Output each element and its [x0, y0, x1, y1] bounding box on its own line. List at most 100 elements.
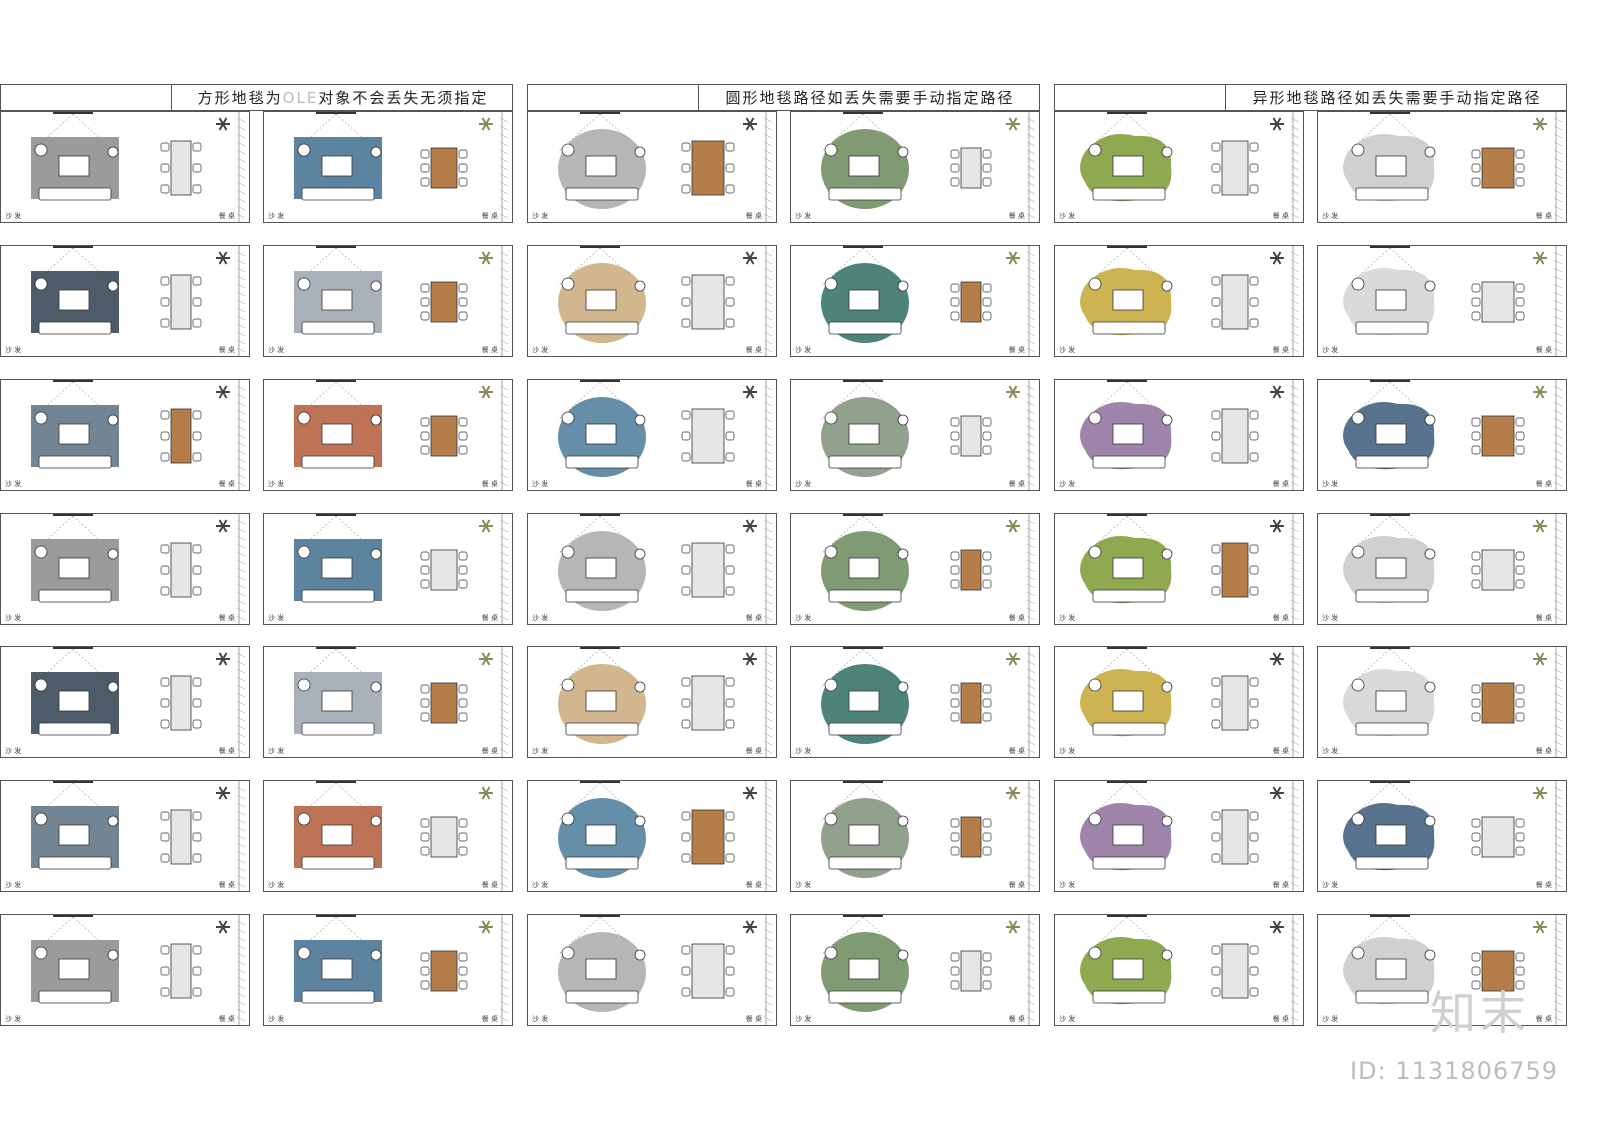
- dining-label: 餐 桌: [1535, 614, 1552, 622]
- coffee-table: [585, 155, 617, 177]
- dining-label: 餐 桌: [745, 1015, 762, 1023]
- dining-table: [430, 950, 458, 992]
- plant-icon: [1533, 117, 1547, 131]
- dining-label: 餐 桌: [481, 614, 498, 622]
- coffee-table: [321, 958, 353, 980]
- plant-icon: [479, 786, 493, 800]
- rug-layout-panel: 沙 发餐 桌: [790, 111, 1040, 223]
- sofa-block: [38, 455, 112, 469]
- sofa-block: [565, 589, 639, 603]
- coffee-table: [1375, 155, 1407, 177]
- dining-table: [1481, 281, 1515, 323]
- rug-layout-panel: 沙 发餐 桌: [263, 379, 513, 491]
- rug-layout-panel: 沙 发餐 桌: [1054, 513, 1304, 625]
- dining-table: [1481, 549, 1515, 591]
- coffee-table: [585, 423, 617, 445]
- plant-icon: [1533, 920, 1547, 934]
- rug-layout-panel: 沙 发餐 桌: [1054, 379, 1304, 491]
- dining-label: 餐 桌: [745, 614, 762, 622]
- header-note-text: 圆形地毯路径如丢失需要手动指定路径: [725, 89, 1015, 107]
- sofa-label: 沙 发: [5, 614, 22, 622]
- coffee-table: [848, 155, 880, 177]
- sofa-block: [38, 856, 112, 870]
- sofa-block: [301, 856, 375, 870]
- coffee-table: [585, 958, 617, 980]
- sofa-block: [38, 722, 112, 736]
- sofa-label: 沙 发: [795, 614, 812, 622]
- sofa-block: [1355, 187, 1429, 201]
- sofa-label: 沙 发: [1322, 747, 1339, 755]
- dining-table: [1221, 140, 1249, 196]
- sofa-label: 沙 发: [1059, 747, 1076, 755]
- sofa-label: 沙 发: [532, 212, 549, 220]
- dining-table: [691, 274, 725, 330]
- plant-icon: [1270, 786, 1284, 800]
- coffee-table: [58, 824, 90, 846]
- sofa-label: 沙 发: [1059, 346, 1076, 354]
- rug-layout-panel: 沙 发餐 桌: [0, 379, 250, 491]
- sofa-label: 沙 发: [268, 881, 285, 889]
- coffee-table: [321, 289, 353, 311]
- sofa-label: 沙 发: [268, 747, 285, 755]
- header-bar-2: 圆形地毯路径如丢失需要手动指定路径: [527, 84, 1040, 111]
- rug-layout-panel: 沙 发餐 桌: [0, 646, 250, 758]
- dining-label: 餐 桌: [745, 480, 762, 488]
- brand-watermark: 知末: [1430, 986, 1530, 1040]
- sofa-block: [1092, 589, 1166, 603]
- dining-label: 餐 桌: [218, 346, 235, 354]
- sofa-label: 沙 发: [5, 881, 22, 889]
- dining-label: 餐 桌: [481, 346, 498, 354]
- coffee-table: [1112, 958, 1144, 980]
- coffee-table: [58, 557, 90, 579]
- dining-label: 餐 桌: [218, 1015, 235, 1023]
- coffee-table: [1375, 423, 1407, 445]
- dining-label: 餐 桌: [1008, 614, 1025, 622]
- plant-icon: [1270, 385, 1284, 399]
- sofa-label: 沙 发: [1059, 212, 1076, 220]
- rug-layout-panel: 沙 发餐 桌: [1054, 111, 1304, 223]
- sofa-block: [1355, 321, 1429, 335]
- header-note-text: 方形地毯为: [197, 89, 283, 107]
- rug-layout-panel: 沙 发餐 桌: [1317, 379, 1567, 491]
- coffee-table: [58, 289, 90, 311]
- plant-icon: [1533, 251, 1547, 265]
- sofa-label: 沙 发: [268, 212, 285, 220]
- sofa-block: [1092, 187, 1166, 201]
- sofa-label: 沙 发: [5, 1015, 22, 1023]
- dining-label: 餐 桌: [1272, 480, 1289, 488]
- sofa-block: [565, 455, 639, 469]
- plant-icon: [479, 251, 493, 265]
- dining-table: [960, 950, 982, 992]
- sofa-block: [38, 589, 112, 603]
- plant-icon: [1006, 786, 1020, 800]
- dining-label: 餐 桌: [1272, 346, 1289, 354]
- dining-label: 餐 桌: [218, 480, 235, 488]
- coffee-table: [1112, 690, 1144, 712]
- dining-label: 餐 桌: [1535, 881, 1552, 889]
- rug-layout-panel: 沙 发餐 桌: [263, 245, 513, 357]
- rug-layout-panel: 沙 发餐 桌: [1054, 914, 1304, 1026]
- sofa-block: [565, 187, 639, 201]
- plant-icon: [1006, 251, 1020, 265]
- sofa-block: [1092, 455, 1166, 469]
- sofa-label: 沙 发: [532, 747, 549, 755]
- plant-icon: [216, 385, 230, 399]
- sofa-label: 沙 发: [532, 881, 549, 889]
- plant-icon: [1006, 117, 1020, 131]
- plant-icon: [1533, 652, 1547, 666]
- rug-layout-panel: 沙 发餐 桌: [527, 513, 777, 625]
- sofa-label: 沙 发: [532, 346, 549, 354]
- sofa-label: 沙 发: [1059, 480, 1076, 488]
- dining-label: 餐 桌: [1008, 747, 1025, 755]
- dining-table: [430, 147, 458, 189]
- dining-table: [170, 809, 192, 865]
- sofa-block: [828, 455, 902, 469]
- coffee-table: [585, 557, 617, 579]
- coffee-table: [585, 289, 617, 311]
- dining-table: [430, 549, 458, 591]
- dining-table: [1481, 147, 1515, 189]
- rug-layout-panel: 沙 发餐 桌: [1317, 111, 1567, 223]
- plant-icon: [1533, 786, 1547, 800]
- sofa-label: 沙 发: [795, 881, 812, 889]
